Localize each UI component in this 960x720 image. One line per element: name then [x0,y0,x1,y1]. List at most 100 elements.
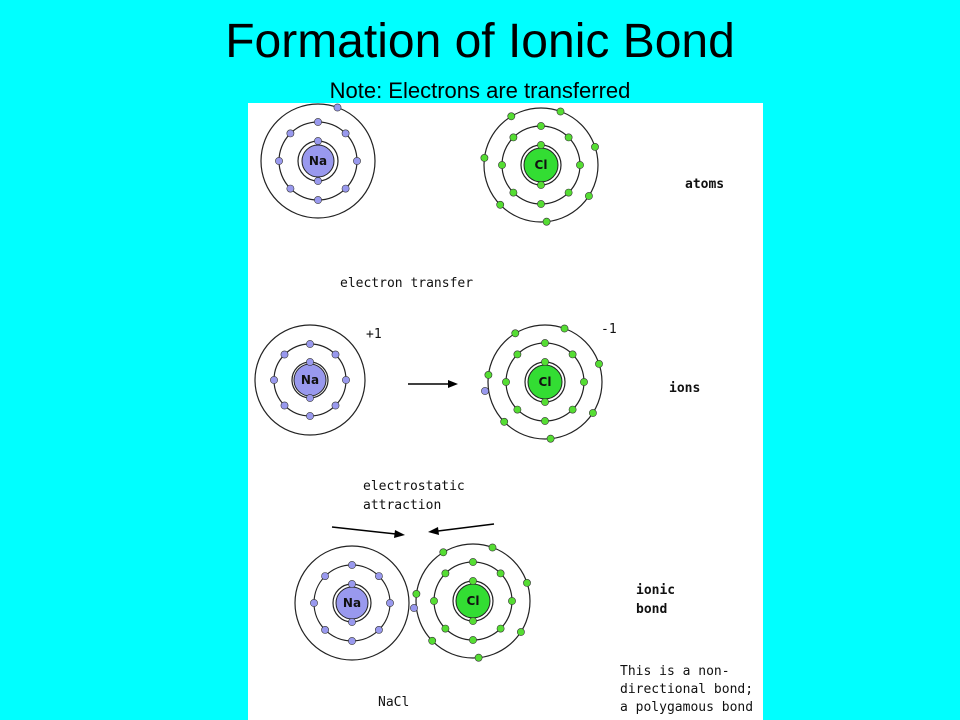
cl-row2-electron [513,350,522,359]
na-row1-electron [341,184,350,193]
cl-row3-shell [415,543,531,659]
cl-row1-electron [480,154,489,162]
cl-row2-electron [541,339,549,347]
note-line2: directional bond; [620,682,753,697]
cl-row1-electron [509,188,518,197]
cl-row3-symbol: Cl [467,594,480,608]
na-row1-electron [275,157,283,165]
cl-row1-electron [564,188,573,197]
na-row2-electron [306,340,314,348]
na-row3-electron [348,618,356,626]
compound-label: NaCl [378,695,409,710]
row-label-ions: ions [669,381,700,396]
cl-row3-electron [488,543,497,552]
cl-row2-electron [546,434,555,443]
na-row1-electron [341,129,350,138]
cl-row2-electron [513,405,522,414]
cl-row2-symbol: Cl [539,375,552,389]
row-label-atoms: atoms [685,177,724,192]
note-line1: This is a non- [620,664,730,679]
na-row1-electron [314,196,322,204]
cl-row1-electron [496,200,505,209]
na-row3-electron [348,580,356,588]
na-row3-electron [321,572,329,580]
cl-row3-electron [474,653,483,662]
cl-row1-electron [542,217,551,226]
na-row1-electron [314,177,322,185]
cl-row2-electron [500,417,509,426]
cl-row1-electron [576,161,584,169]
na-row2-shell [254,324,366,436]
row-label-ionic: ionic [636,583,675,598]
na-row3-symbol: Na [343,596,361,610]
note-line3: a polygamous bond [620,700,753,715]
attraction-label-line2: attraction [363,498,441,513]
na-row3-shell [294,545,410,661]
na-row1-electron [353,157,361,165]
cl-row3-electron [439,548,448,557]
cl-row3-electron [441,569,450,578]
na-row2-electron [331,350,340,359]
cl-row3-electron-transferred [410,604,418,612]
na-row1-symbol: Na [309,154,327,168]
na-row1-shell [260,103,376,219]
cl-row3-electron [428,636,437,645]
attraction-arrow-right [428,523,495,535]
cl-row2-atom: Cl [481,324,603,443]
na-row1-electron [314,118,322,126]
cl-row3-electron [508,597,516,605]
cl-row1-shell [483,107,599,223]
cl-row2-electron [541,417,549,425]
cl-row1-electron [537,122,545,130]
na-row3-electron [374,626,383,634]
electron-transfer-label: electron transfer [340,276,473,291]
cl-row2-electron [568,405,577,414]
na-row1-atom: Na [260,103,376,219]
cl-row1-electron [509,133,518,142]
na-row2-electron [270,376,278,384]
na-row2-electron [280,350,289,359]
na-row2-atom: Na [254,324,366,436]
cl-row2-electron [595,359,603,368]
cl-row3-electron [430,597,438,605]
cl-row1-electron [556,107,565,116]
cl-row1-symbol: Cl [535,158,548,172]
cl-row2-electron [588,409,597,417]
cl-row2-shell [487,324,603,440]
row-label-bond: bond [636,602,667,617]
na-row2-electron [331,401,340,410]
na-row2-electron [342,376,350,384]
cl-row1-electron [564,133,573,142]
na-row2-electron [306,412,314,420]
cl-charge-label: -1 [601,322,617,337]
na-row1-electron [286,184,295,193]
na-row3-electron [348,561,356,569]
cl-row1-electron [507,112,516,121]
cl-row3-electron [469,558,477,566]
na-row1-electron [333,103,342,112]
cl-row1-electron [591,143,599,151]
na-row3-electron [386,599,394,607]
cl-row3-electron [496,569,505,578]
cl-row3-electron [496,624,505,633]
na-row3-electron [348,637,356,645]
transfer-arrow [408,380,458,388]
na-row3-electron [374,572,383,580]
cl-row3-electron [516,628,525,636]
cl-row1-electron [537,141,545,149]
cl-row3-electron [469,577,477,585]
na-row3-electron [321,626,329,634]
cl-row1-atom: Cl [480,107,599,226]
na-row2-electron [280,401,289,410]
na-row2-symbol: Na [301,373,319,387]
na-row1-electron [286,129,295,138]
na-row3-atom: Na [294,545,410,661]
cl-row2-electron [484,370,493,379]
cl-row2-electron [580,378,588,386]
slide-subtitle: Note: Electrons are transferred [329,78,631,103]
cl-row1-electron [498,161,506,169]
cl-row2-electron [511,329,520,338]
